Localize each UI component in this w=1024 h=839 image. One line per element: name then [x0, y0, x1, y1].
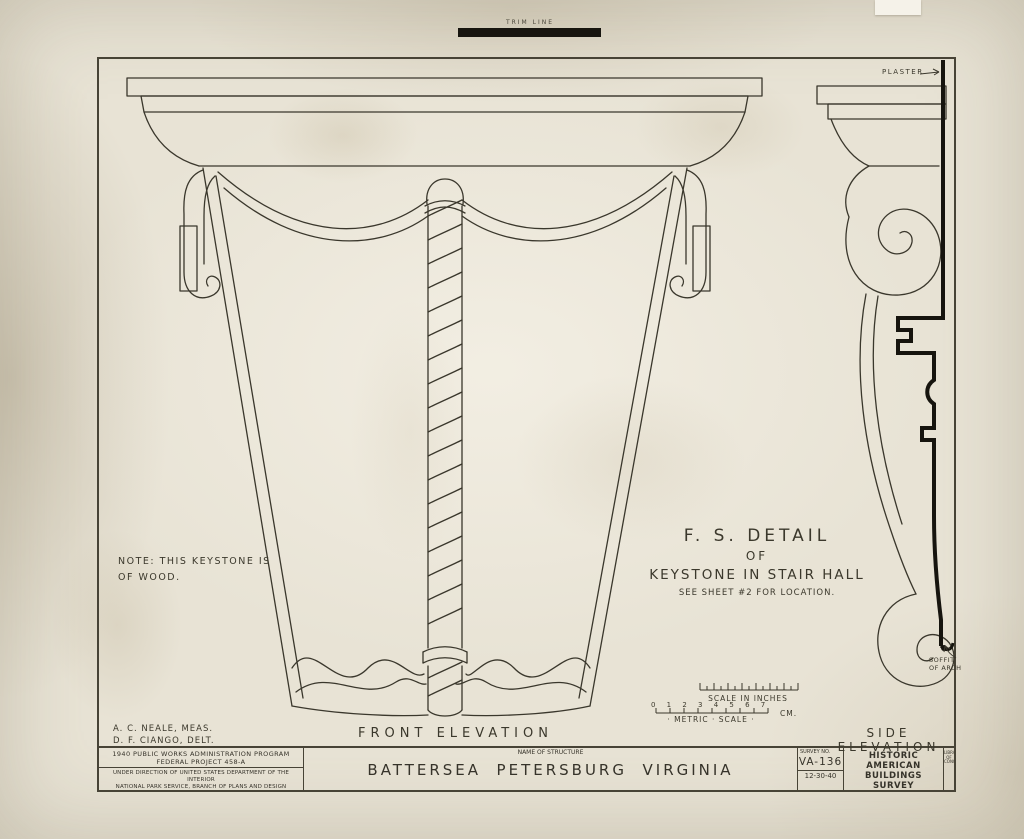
detail-title-line1: F. S. DETAIL: [683, 526, 831, 546]
side-elevation-label: SIDE ELEVATION: [837, 726, 940, 754]
detail-title-line2: OF: [745, 549, 769, 563]
title-block-program-section: 1940 PUBLIC WORKS ADMINISTRATION PROGRAM…: [99, 748, 303, 790]
structure-name: BATTERSEA PETERSBURG VIRGINIA: [367, 761, 734, 779]
metric-scale-unit: CM.: [780, 709, 798, 718]
soffit-label-line2: OF ARCH: [929, 664, 962, 672]
credits: A. C. NEALE, MEAS. D. F. CIANGO, DELT.: [113, 723, 215, 747]
agency-line1: HISTORIC AMERICAN: [866, 751, 921, 771]
direction-line1: UNDER DIRECTION OF UNITED STATES DEPARTM…: [112, 770, 290, 783]
survey-no-label: SURVEY NO.: [800, 749, 831, 755]
measurer-credit: A. C. NEALE, MEAS.: [113, 724, 214, 734]
trim-line-mark: [458, 28, 601, 37]
detail-title: F. S. DETAIL OF KEYSTONE IN STAIR HALL S…: [636, 526, 878, 598]
scale-inches-label: SCALE IN INCHES: [708, 694, 788, 703]
trim-line-label: TRIM LINE: [505, 19, 555, 26]
title-block-agency-section: HISTORIC AMERICAN BUILDINGS SURVEY SHEET…: [843, 748, 943, 790]
agency-line2: BUILDINGS SURVEY: [865, 771, 922, 790]
wood-note-line1: NOTE: THIS KEYSTONE IS: [118, 556, 271, 567]
survey-date: 12-30-40: [798, 770, 843, 780]
metric-scale-numbers: 0 1 2 3 4 5 6 7: [651, 701, 766, 709]
delineator-credit: D. F. CIANGO, DELT.: [113, 736, 215, 746]
soffit-label: SOFFIT OF ARCH: [929, 656, 962, 672]
detail-title-subtitle: SEE SHEET #2 FOR LOCATION.: [678, 588, 836, 598]
wood-note: NOTE: THIS KEYSTONE IS OF WOOD.: [118, 554, 271, 586]
wood-note-line2: OF WOOD.: [118, 572, 181, 583]
library-of-congress-label: LIBRARY OF CONGRESS: [944, 750, 954, 764]
detail-title-line3: KEYSTONE IN STAIR HALL: [649, 567, 865, 583]
survey-number: VA-136: [798, 756, 843, 768]
name-of-structure-label: NAME OF STRUCTURE: [517, 749, 584, 756]
metric-scale-label: · METRIC · SCALE ·: [667, 715, 755, 724]
front-elevation-label: FRONT ELEVATION: [358, 726, 553, 741]
corner-sticker: [875, 0, 921, 15]
soffit-label-line1: SOFFIT: [929, 656, 955, 664]
plaster-label: PLASTER: [882, 68, 924, 76]
program-line1: 1940 PUBLIC WORKS ADMINISTRATION PROGRAM: [112, 750, 290, 758]
program-line2: FEDERAL PROJECT 458-A: [156, 758, 246, 766]
title-block-loc-section: LIBRARY OF CONGRESS: [943, 748, 954, 790]
title-block: 1940 PUBLIC WORKS ADMINISTRATION PROGRAM…: [99, 746, 954, 790]
direction-line2: NATIONAL PARK SERVICE, BRANCH OF PLANS A…: [115, 784, 287, 790]
sheet-border: 1940 PUBLIC WORKS ADMINISTRATION PROGRAM…: [97, 57, 956, 792]
title-block-name-section: NAME OF STRUCTURE BATTERSEA PETERSBURG V…: [303, 748, 797, 790]
title-block-survey-section: SURVEY NO. VA-136 12-30-40: [797, 748, 843, 790]
